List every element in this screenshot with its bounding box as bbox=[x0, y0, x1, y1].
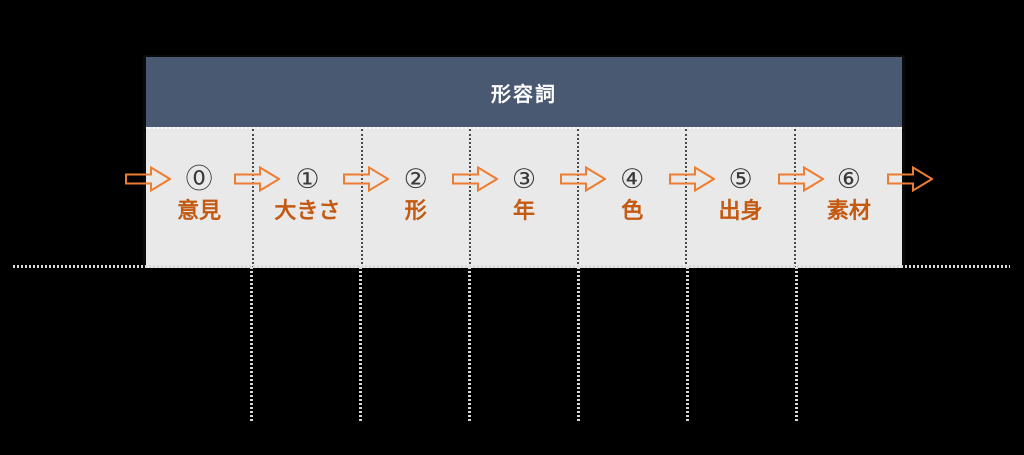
category-label: 出身 bbox=[718, 198, 763, 223]
guide-line-vertical bbox=[685, 267, 689, 423]
guide-line-horizontal bbox=[13, 265, 1010, 268]
adjective-order-table: 形容詞 ⓪ 意見 ① 大きさ ② 形 ③ 年 ④ 色 ⑤ 出身 ⑥ 素材 bbox=[143, 55, 905, 268]
order-cell: ⑤ 出身 bbox=[685, 129, 793, 268]
order-cell: ⓪ 意見 bbox=[146, 129, 252, 268]
order-number: ⑤ bbox=[728, 164, 753, 194]
order-number: ④ bbox=[620, 164, 645, 194]
arrow-right-icon bbox=[669, 166, 716, 192]
guide-line-vertical bbox=[576, 267, 580, 423]
guide-line-vertical bbox=[359, 267, 363, 423]
arrow-right-icon bbox=[887, 166, 933, 192]
order-cell: ⑥ 素材 bbox=[793, 129, 902, 268]
order-number: ⓪ bbox=[185, 164, 213, 194]
order-number: ① bbox=[295, 164, 320, 194]
table-header: 形容詞 bbox=[146, 57, 902, 127]
order-number: ⑥ bbox=[836, 164, 861, 194]
order-cell: ② 形 bbox=[360, 129, 469, 268]
guide-line-vertical bbox=[794, 267, 798, 423]
order-number: ③ bbox=[511, 164, 537, 194]
category-label: 大きさ bbox=[274, 198, 341, 223]
table-title: 形容詞 bbox=[491, 83, 557, 106]
arrow-right-icon bbox=[233, 166, 280, 192]
order-cell: ④ 色 bbox=[577, 129, 685, 268]
category-label: 意見 bbox=[177, 198, 222, 223]
arrow-right-icon bbox=[125, 166, 171, 192]
arrow-right-icon bbox=[342, 166, 389, 192]
guide-line-vertical bbox=[250, 267, 254, 423]
category-label: 形 bbox=[404, 198, 427, 223]
category-label: 年 bbox=[512, 198, 535, 223]
order-cell: ③ 年 bbox=[468, 129, 577, 268]
guide-line-vertical bbox=[468, 267, 472, 423]
arrow-right-icon bbox=[560, 166, 607, 192]
order-number: ② bbox=[403, 164, 428, 194]
order-cell: ① 大きさ bbox=[252, 129, 360, 268]
arrow-right-icon bbox=[778, 166, 825, 192]
adjective-order-row: ⓪ 意見 ① 大きさ ② 形 ③ 年 ④ 色 ⑤ 出身 ⑥ 素材 bbox=[146, 127, 902, 268]
category-label: 色 bbox=[621, 198, 644, 223]
category-label: 素材 bbox=[826, 198, 871, 223]
arrow-right-icon bbox=[451, 166, 498, 192]
